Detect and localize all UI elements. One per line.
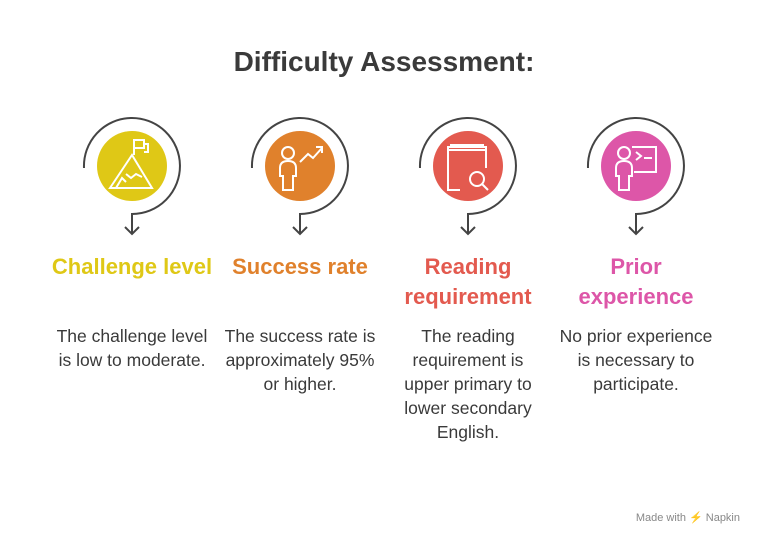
item-description: The reading requirement is upper primary… xyxy=(404,326,532,442)
mountain-flag-icon xyxy=(82,117,181,236)
item-heading: Prior experience xyxy=(578,254,694,309)
item-description: The success rate is approximately 95% or… xyxy=(224,326,376,394)
item-heading: Challenge level xyxy=(51,254,213,279)
item-heading: Success rate xyxy=(232,254,368,279)
item-description: The challenge level is low to moderate. xyxy=(56,326,208,370)
item-heading: Reading requirement xyxy=(404,254,532,309)
napkin-watermark: Made with ⚡ Napkin xyxy=(635,512,740,524)
item-description: No prior experience is necessary to part… xyxy=(559,326,713,394)
person-growth-icon xyxy=(250,117,349,236)
book-search-icon xyxy=(418,117,517,236)
person-terminal-icon xyxy=(586,117,685,236)
page-title: Difficulty Assessment: xyxy=(233,46,535,77)
